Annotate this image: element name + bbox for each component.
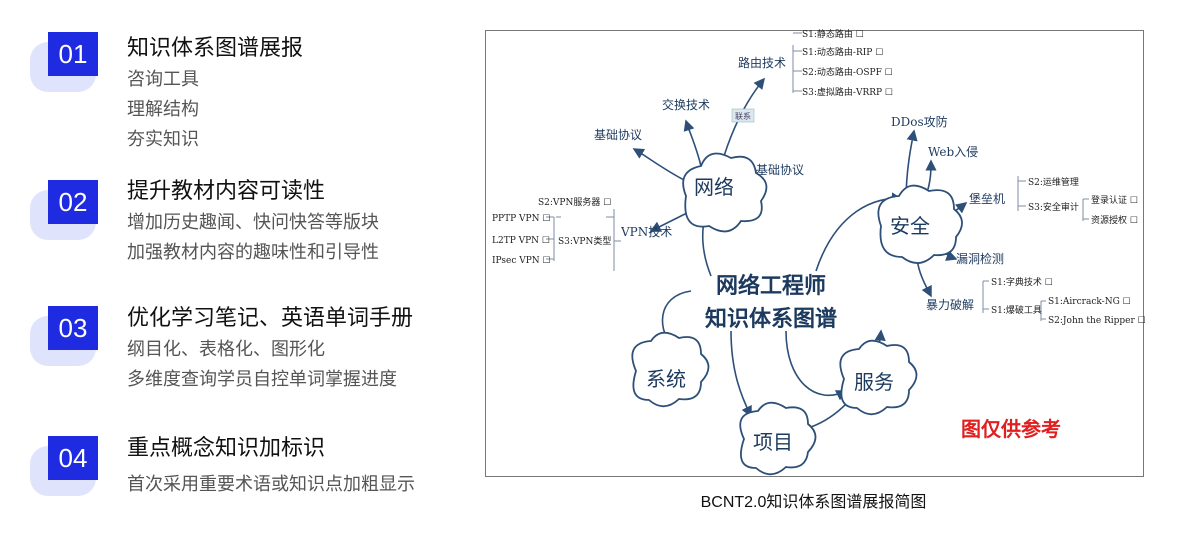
bastion-bracket [1017, 176, 1026, 211]
tools-bracket [1040, 300, 1046, 321]
number-badge-01: 01 [30, 32, 100, 102]
cloud-system [631, 331, 710, 408]
feature-line: 多维度查询学员自控单词掌握进度 [127, 369, 397, 390]
number-badge-02: 02 [30, 180, 100, 250]
figure-caption: BCNT2.0知识体系图谱展报简图 [700, 494, 927, 511]
center-line-2: 知识体系图谱 [705, 306, 837, 332]
vpn-item: IPsec VPN ☐ [492, 256, 551, 266]
hub-system: 系统 [646, 367, 686, 391]
feature-title: 知识体系图谱展报 [127, 36, 304, 61]
audit-item: 登录认证 ☐ [1091, 194, 1138, 206]
feature-line: 首次采用重要术语或知识点加粗显示 [127, 474, 415, 495]
tool-item: S1:Aircrack-NG ☐ [1048, 297, 1131, 307]
center-line-1: 网络工程师 [716, 273, 826, 299]
reference-note: 图仅供参考 [961, 417, 1061, 441]
label-basic2: 基础协议 [756, 162, 804, 177]
link-center-service [785, 330, 848, 401]
feature-line: 理解结构 [127, 99, 199, 120]
feature-line: 咨询工具 [127, 69, 199, 90]
vpn-bracket [606, 209, 621, 271]
feature-line: 加强教材内容的趣味性和引导性 [127, 242, 379, 263]
feature-line: 增加历史趣闻、快问快答等版块 [127, 212, 379, 233]
feature-title: 提升教材内容可读性 [127, 179, 326, 204]
mind-map-diagram: 网络 安全 系统 项目 服务 网络工程师 知识体系图谱 路由技术 交换技术 基础… [492, 28, 1146, 476]
routing-item: S2:动态路由-OSPF ☐ [802, 66, 893, 78]
hub-project: 项目 [753, 430, 793, 454]
cloud-service [839, 339, 918, 416]
tool-item: S2:John the Ripper ☐ [1048, 316, 1146, 326]
bastion-item: S3:安全审计 [1028, 201, 1079, 213]
hub-security: 安全 [890, 214, 930, 238]
feature-title: 优化学习笔记、英语单词手册 [127, 306, 414, 331]
audit-item: 资源授权 ☐ [1091, 214, 1138, 226]
label-brute: 暴力破解 [926, 297, 974, 312]
link-network-routing [720, 77, 766, 167]
brute-item: S1:爆破工具 [991, 304, 1042, 316]
label-basic1: 基础协议 [594, 127, 642, 142]
label-vuln: 漏洞检测 [956, 251, 1004, 266]
label-switching: 交换技术 [662, 97, 710, 112]
feature-line: 夯实知识 [127, 129, 199, 150]
feature-line: 纲目化、表格化、图形化 [127, 339, 325, 360]
knowledge-map-figure: 网络 安全 系统 项目 服务 网络工程师 知识体系图谱 路由技术 交换技术 基础… [485, 28, 1146, 477]
brute-item: S1:字典技术 ☐ [991, 276, 1053, 288]
link-center-project [730, 330, 752, 418]
bastion-item: S2:运维管理 [1028, 176, 1079, 188]
label-ddos: DDos攻防 [891, 114, 948, 129]
label-bastion: 堡垒机 [969, 191, 1005, 206]
cloud-security [877, 184, 963, 264]
cloud-network [682, 152, 768, 233]
vpn-server-item: S2:VPN服务器 ☐ [538, 196, 611, 208]
feature-title: 重点概念知识加标识 [127, 436, 326, 461]
label-routing: 路由技术 [738, 55, 786, 70]
label-link-tag: 联系 [735, 111, 751, 121]
routing-item: S3:虚拟路由-VRRP ☐ [802, 86, 893, 98]
hub-network: 网络 [694, 175, 734, 199]
routing-ticks [793, 32, 802, 92]
label-web: Web入侵 [928, 144, 978, 159]
brute-bracket [982, 280, 989, 313]
number-badge-03: 03 [30, 306, 100, 376]
vpn-item: PPTP VPN ☐ [492, 214, 550, 224]
hub-service: 服务 [854, 370, 894, 394]
link-tag-box [731, 108, 755, 123]
cloud-project [739, 401, 817, 476]
link-network-basic1 [632, 148, 687, 182]
number-badge-04: 04 [30, 436, 100, 506]
label-vpn: VPN技术 [620, 225, 672, 239]
audit-bracket [1082, 198, 1089, 221]
vpn-item: L2TP VPN ☐ [492, 236, 550, 246]
vpn-type-item: S3:VPN类型 [558, 235, 611, 247]
routing-item: S1:动态路由-RIP ☐ [802, 46, 883, 58]
vpn-type-bracket [546, 216, 561, 261]
routing-item: S1:静态路由 ☐ [802, 28, 864, 40]
link-network-switching [683, 119, 702, 167]
